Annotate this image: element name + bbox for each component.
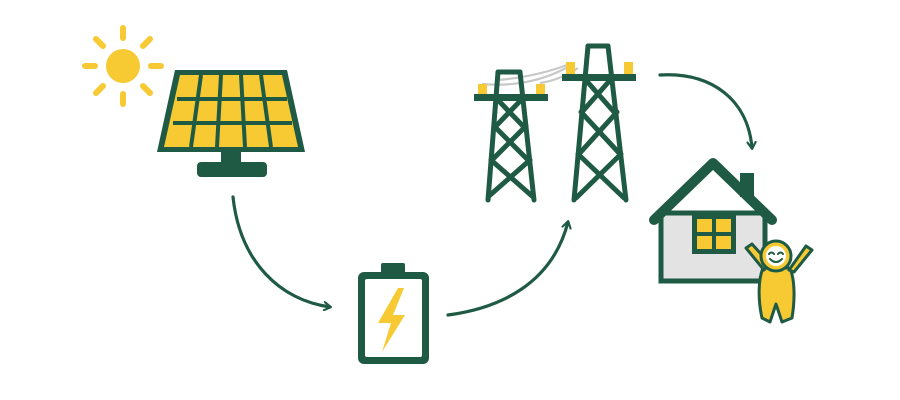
flow-arrow-battery-to-towers xyxy=(446,222,568,317)
solar-panel-icon xyxy=(157,70,305,177)
flow-arrow-panel-to-battery xyxy=(231,195,330,307)
happy-person-icon xyxy=(744,239,814,324)
sun-icon xyxy=(82,25,164,107)
flow-arrow-towers-to-house xyxy=(658,73,752,148)
lightning-bolt-icon xyxy=(378,288,405,352)
house-window xyxy=(692,214,736,254)
battery-icon xyxy=(358,263,429,364)
house-icon xyxy=(649,158,777,284)
transmission-tower-icon xyxy=(474,43,636,203)
